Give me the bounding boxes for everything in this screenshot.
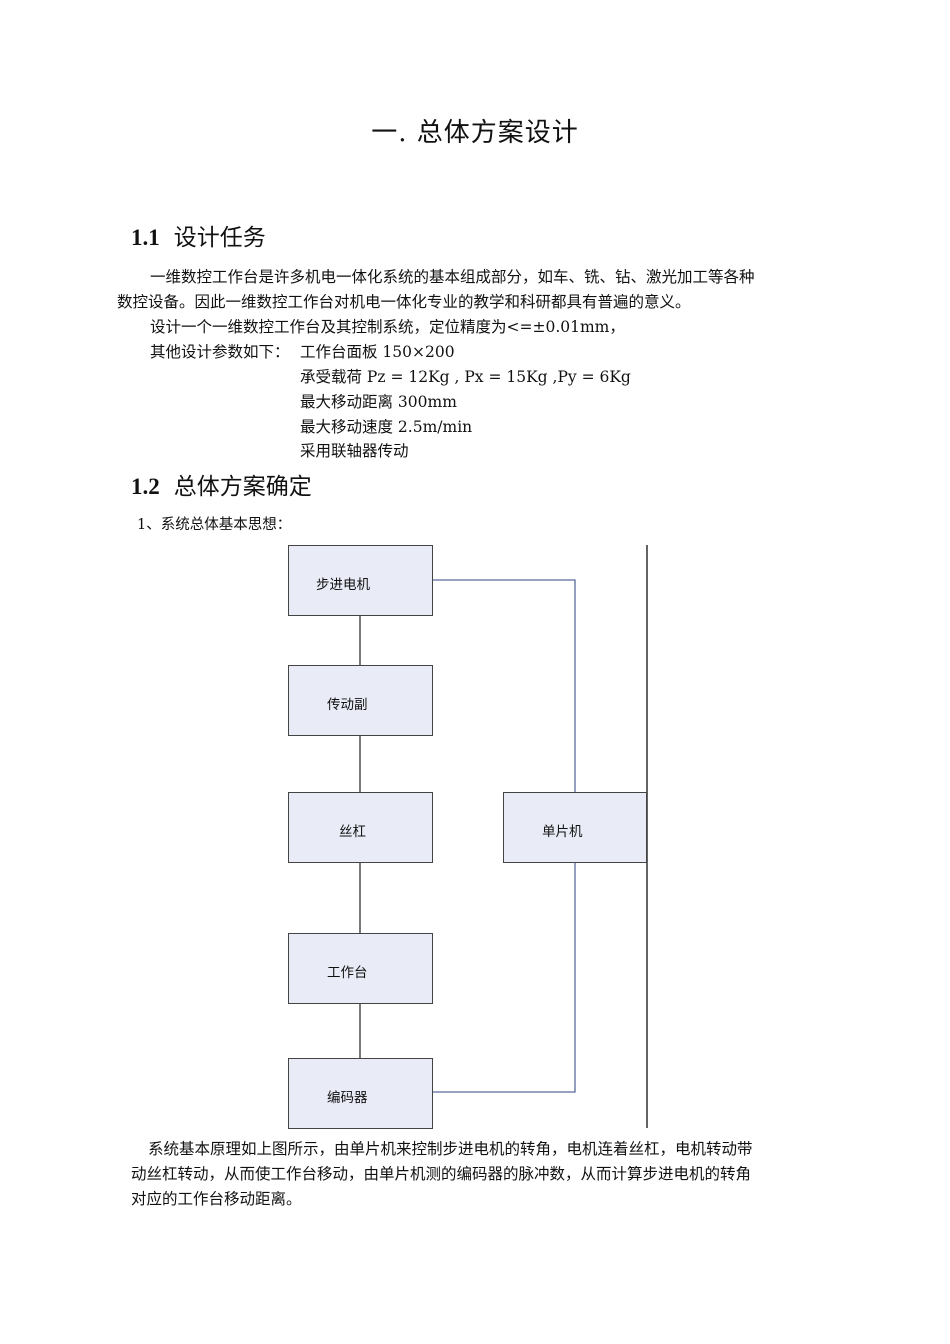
- section-title: 总体方案确定: [173, 474, 312, 500]
- box-label: 工作台: [327, 965, 368, 981]
- connector-stepper-mcu: [432, 579, 576, 792]
- box-stepper-motor: 步进电机: [288, 545, 433, 616]
- box-worktable: 工作台: [288, 933, 433, 1004]
- paragraph-line: 对应的工作台移动距离。: [131, 1190, 302, 1208]
- section-number: 1.2: [131, 474, 160, 499]
- param-item: 采用联轴器传动: [300, 442, 409, 460]
- paragraph-line: 设计一个一维数控工作台及其控制系统，定位精度为<=±0.01mm，: [150, 318, 625, 336]
- param-item: 最大移动距离 300mm: [300, 393, 457, 411]
- box-encoder: 编码器: [288, 1058, 433, 1129]
- box-label: 传动副: [327, 697, 368, 713]
- connector-mcu-encoder: [432, 862, 576, 1093]
- box-mcu: 单片机: [503, 792, 647, 863]
- section-number: 1.1: [131, 225, 160, 250]
- box-label: 丝杠: [339, 824, 366, 840]
- section-heading-1-1: 1.1 设计任务: [131, 218, 266, 252]
- box-leadscrew: 丝杠: [288, 792, 433, 863]
- right-connectors: [432, 579, 576, 1093]
- paragraph-line: 系统基本原理如上图所示，由单片机来控制步进电机的转角，电机连着丝杠，电机转动带: [148, 1140, 753, 1158]
- page-title: 一. 总体方案设计: [371, 118, 579, 148]
- list-item: 1、系统总体基本思想：: [137, 517, 292, 533]
- paragraph-line: 数控设备。因此一维数控工作台对机电一体化专业的教学和科研都具有普遍的意义。: [117, 293, 691, 311]
- box-transmission: 传动副: [288, 665, 433, 736]
- param-item: 最大移动速度 2.5m/min: [300, 418, 473, 436]
- box-label: 编码器: [327, 1090, 368, 1106]
- section-title: 设计任务: [173, 225, 266, 251]
- paragraph-line: 动丝杠转动，从而使工作台移动，由单片机测的编码器的脉冲数，从而计算步进电机的转角: [131, 1165, 752, 1183]
- paragraph-line: 一维数控工作台是许多机电一体化系统的基本组成部分，如车、铣、钻、激光加工等各种: [150, 268, 755, 286]
- box-label: 单片机: [542, 824, 583, 840]
- box-label: 步进电机: [316, 577, 370, 593]
- param-item: 承受载荷 Pz = 12Kg , Px = 15Kg ,Py = 6Kg: [300, 368, 631, 386]
- param-item: 工作台面板 150×200: [300, 343, 455, 361]
- section-heading-1-2: 1.2 总体方案确定: [131, 467, 312, 501]
- params-intro: 其他设计参数如下：: [150, 343, 290, 361]
